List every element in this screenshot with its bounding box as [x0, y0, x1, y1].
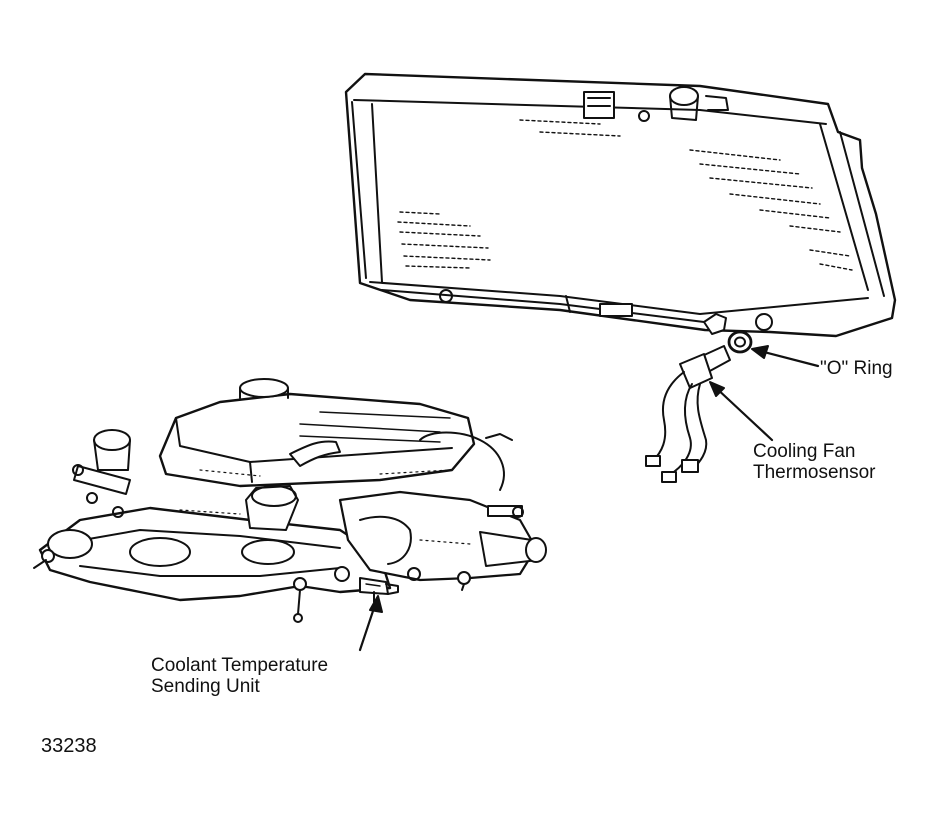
sending-unit-label-line1: Coolant Temperature: [151, 655, 329, 676]
figure-number: 33238: [41, 735, 97, 757]
o-ring: [727, 330, 753, 354]
sending-unit-label: Coolant Temperature Sending Unit: [151, 655, 328, 697]
arrow-o-ring: [751, 345, 820, 368]
engine-intake-assembly: [33, 378, 547, 623]
radiator: [344, 72, 897, 338]
coolant-temperature-sending-unit: [334, 566, 399, 603]
thermosensor-label-line1: Cooling Fan: [753, 441, 856, 462]
o-ring-label-text: "O" Ring: [820, 358, 893, 379]
sending-unit-label-line2: Sending Unit: [151, 676, 260, 697]
arrow-sending-unit: [358, 595, 383, 652]
thermosensor-label-line2: Thermosensor: [753, 462, 876, 483]
thermosensor-label: Cooling Fan Thermosensor: [753, 441, 876, 483]
cooling-fan-thermosensor: [645, 345, 731, 483]
arrow-thermosensor: [709, 381, 774, 442]
o-ring-label: "O" Ring: [820, 358, 893, 379]
